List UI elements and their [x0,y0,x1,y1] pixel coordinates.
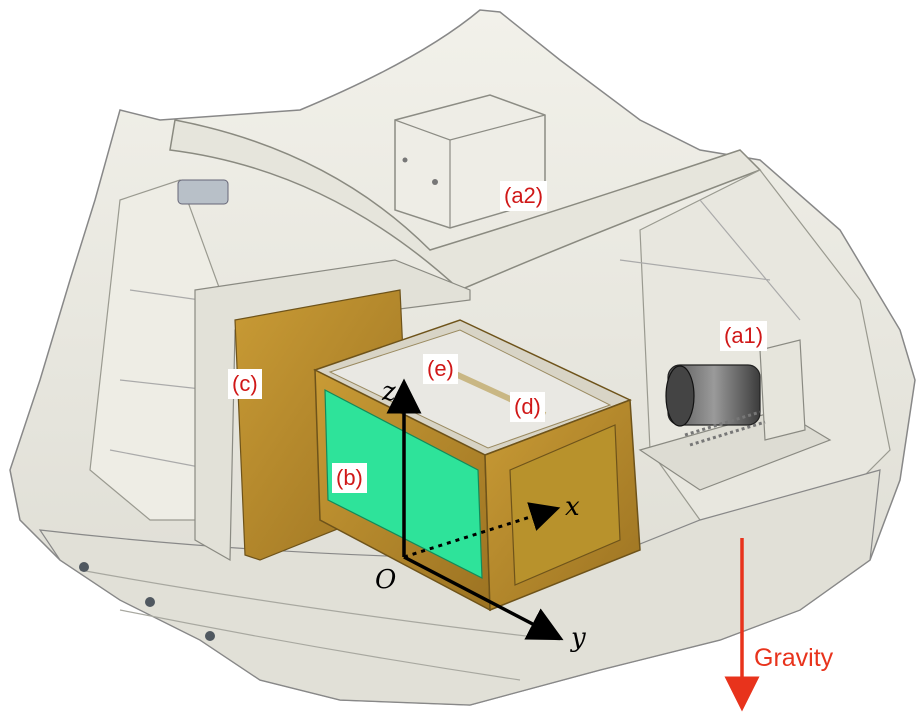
coordinate-axes [386,378,564,641]
axis-label-y: y [571,623,586,653]
label-a1: (a1) [720,321,768,351]
axis-label-z: z [382,377,396,407]
axis-label-x: x [565,492,580,522]
camera-assembly [638,339,832,491]
gravity-label: Gravity [754,644,834,672]
label-a2: (a2) [500,181,548,211]
label-d: (d) [510,392,545,422]
label-b: (b) [332,463,367,493]
y-axis-arrow [403,555,564,641]
x-axis-arrow [403,502,561,559]
label-c: (c) [228,369,262,399]
label-e: (e) [423,354,458,384]
axis-label-origin: O [375,565,397,595]
